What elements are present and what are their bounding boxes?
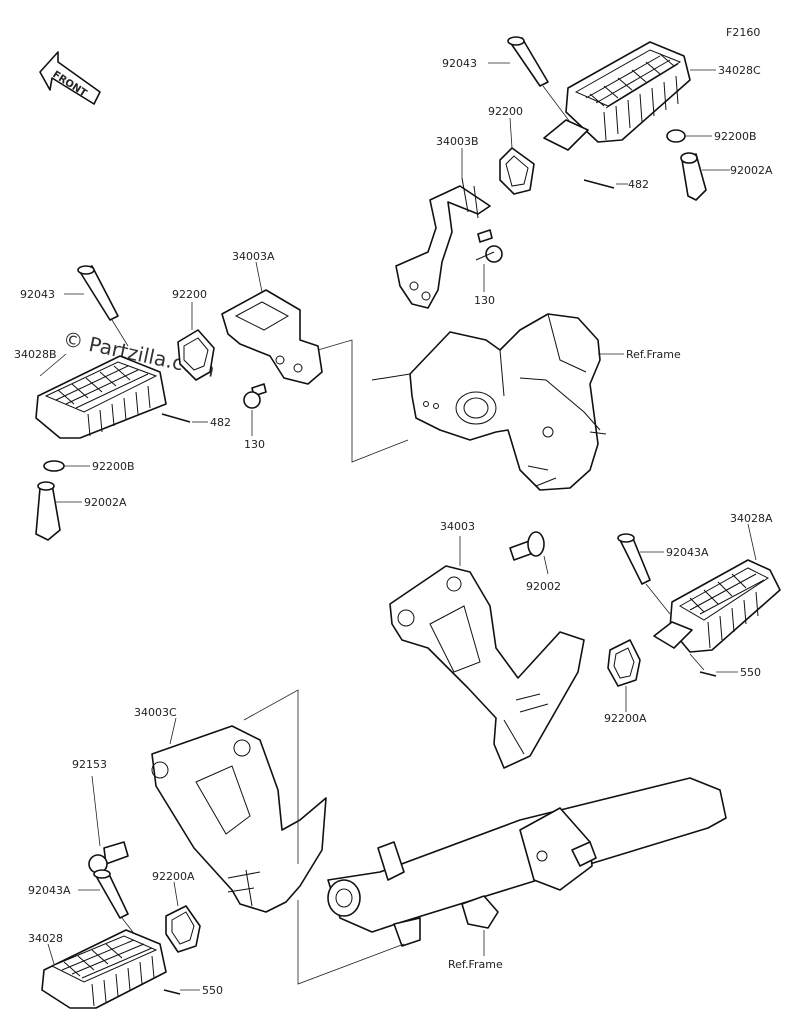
bushing-92200-left: [177, 302, 215, 381]
cotter-482-left: [161, 413, 191, 423]
front-arrow-badge: FRONT: [39, 51, 101, 105]
label-92002A-top: 92002A: [730, 164, 773, 177]
label-92200B-top: 92200B: [714, 130, 757, 143]
footpeg-34028C: [543, 41, 716, 151]
label-92200-left: 92200: [172, 288, 207, 301]
label-92200A-left: 92200A: [152, 870, 195, 883]
connector-lower-bottom: [297, 900, 405, 985]
bushing-92200A-left: [165, 881, 201, 953]
bracket-34003C: [151, 717, 327, 913]
frame-bottom: [327, 777, 727, 956]
pin-92043-left: [64, 265, 129, 347]
cotter-550-right: [699, 671, 717, 677]
label-550-right: 550: [740, 666, 761, 679]
footpeg-34028: [41, 929, 167, 1009]
label-130-left: 130: [244, 438, 265, 451]
label-92043A-left: 92043A: [28, 884, 71, 897]
pin-92043-top: [488, 36, 571, 123]
label-34028B: 34028B: [14, 348, 57, 361]
label-482-left: 482: [210, 416, 231, 429]
label-482-top: 482: [628, 178, 649, 191]
label-550-left: 550: [202, 984, 223, 997]
pin-92043A-left: [78, 869, 137, 937]
label-92200A-right: 92200A: [604, 712, 647, 725]
label-92043A-right: 92043A: [666, 546, 709, 559]
label-34003C: 34003C: [134, 706, 177, 719]
bolt-130-top: [475, 229, 503, 292]
label-ref-frame-top: Ref.Frame: [626, 348, 681, 361]
bushing-92200A-right: [607, 639, 641, 712]
bracket-34003: [389, 536, 585, 769]
label-92002: 92002: [526, 580, 561, 593]
label-92153: 92153: [72, 758, 107, 771]
footpeg-34028A: [653, 523, 781, 653]
footpeg-34028B: [35, 353, 167, 439]
connector-lower-upper: [243, 689, 299, 864]
label-92002A-left: 92002A: [84, 496, 127, 509]
label-34028: 34028: [28, 932, 63, 945]
label-92043-top: 92043: [442, 57, 477, 70]
label-34003B: 34003B: [436, 135, 479, 148]
bolt-92002: [509, 531, 549, 575]
bolt-92153: [88, 775, 129, 874]
bracket-34003B: [395, 148, 491, 309]
bolt-92002A-top: [680, 152, 730, 201]
label-34003A: 34003A: [232, 250, 275, 263]
label-92043-left: 92043: [20, 288, 55, 301]
label-92200B-left: 92200B: [92, 460, 135, 473]
bracket-34003A: [221, 261, 323, 385]
washer-92200B-top: [666, 129, 686, 143]
label-34028C: 34028C: [718, 64, 761, 77]
figure-code: F2160: [726, 26, 760, 39]
label-34003: 34003: [440, 520, 475, 533]
cotter-482-top: [583, 179, 615, 189]
bushing-92200-top: [499, 117, 535, 195]
pin-92043A-right: [617, 533, 671, 615]
bolt-92002A-left: [35, 481, 82, 541]
label-ref-frame-bottom: Ref.Frame: [448, 958, 503, 971]
frame-top: [371, 313, 624, 491]
connector-upper-left: [317, 339, 409, 463]
label-130-top: 130: [474, 294, 495, 307]
cotter-550-left: [163, 989, 181, 995]
washer-92200B-left: [43, 460, 65, 472]
bolt-130-left: [243, 383, 267, 436]
label-92200-top: 92200: [488, 105, 523, 118]
label-34028A: 34028A: [730, 512, 773, 525]
